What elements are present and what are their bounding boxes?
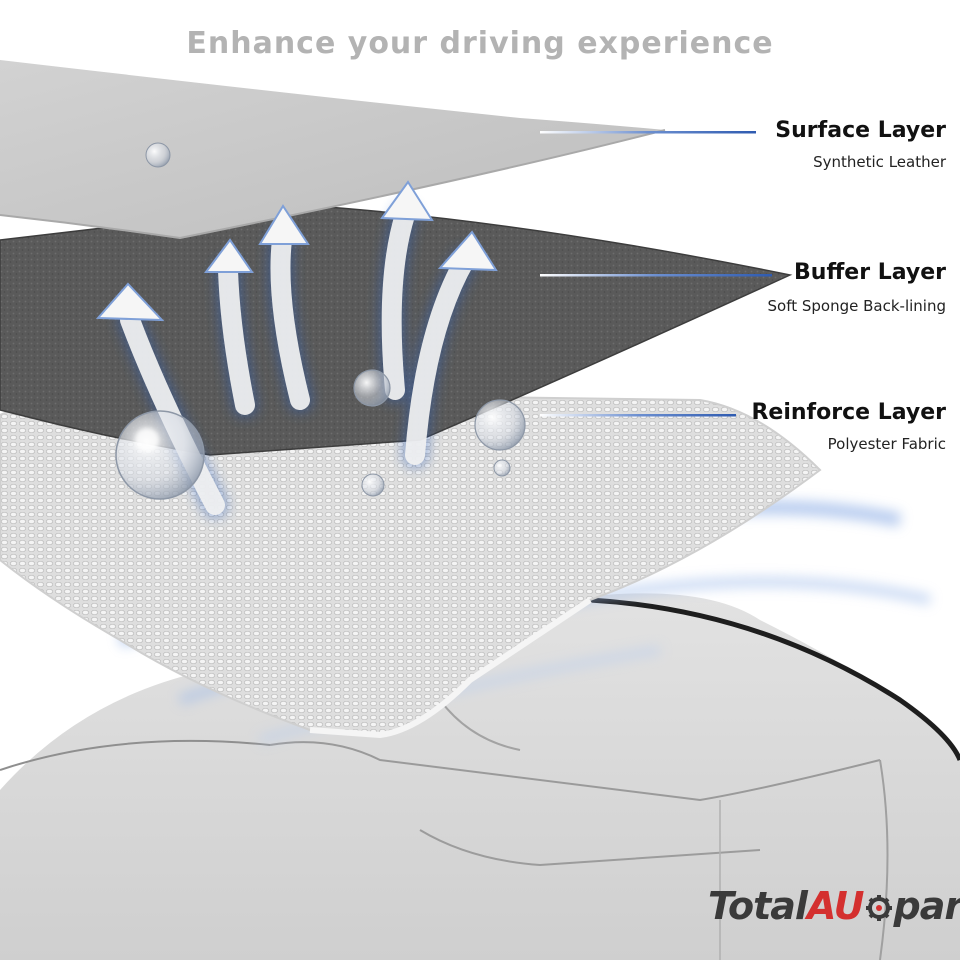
gear-icon [865, 883, 893, 935]
logo-text-au: AU [806, 884, 865, 928]
surface-layer-subtitle: Synthetic Leather [813, 153, 946, 171]
brand-logo: TotalAU part [708, 880, 960, 935]
logo-text-part: part [893, 884, 960, 928]
airflow-arrows [95, 180, 498, 518]
bubbles [115, 142, 526, 500]
surface-layer [0, 60, 666, 240]
callout-lines [540, 131, 772, 417]
buffer-layer-title: Buffer Layer [794, 260, 946, 285]
buffer-layer-subtitle: Soft Sponge Back-lining [767, 297, 946, 315]
reinforce-layer-title: Reinforce Layer [751, 400, 946, 425]
headline: Enhance your driving experience [186, 26, 774, 61]
logo-text-total: Total [708, 884, 808, 928]
surface-layer-title: Surface Layer [775, 118, 946, 143]
reinforce-layer-subtitle: Polyester Fabric [827, 435, 946, 453]
